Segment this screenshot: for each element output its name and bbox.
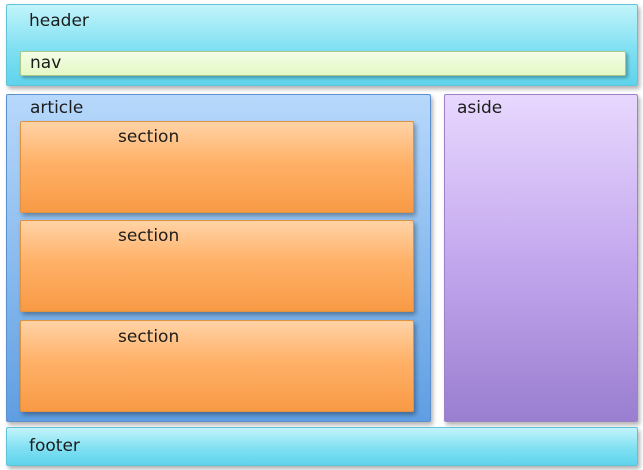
footer-region — [6, 427, 638, 466]
section-box-1 — [20, 121, 414, 213]
aside-label: aside — [457, 98, 503, 118]
aside-region — [444, 94, 638, 422]
section-label-2: section — [118, 226, 180, 246]
nav-label: nav — [30, 53, 62, 73]
section-box-2 — [20, 220, 414, 312]
section-label-1: section — [118, 127, 180, 147]
section-box-3 — [20, 320, 414, 412]
section-label-3: section — [118, 327, 180, 347]
footer-label: footer — [29, 436, 80, 456]
nav-region — [20, 51, 626, 76]
header-label: header — [29, 11, 89, 31]
article-label: article — [30, 98, 84, 118]
